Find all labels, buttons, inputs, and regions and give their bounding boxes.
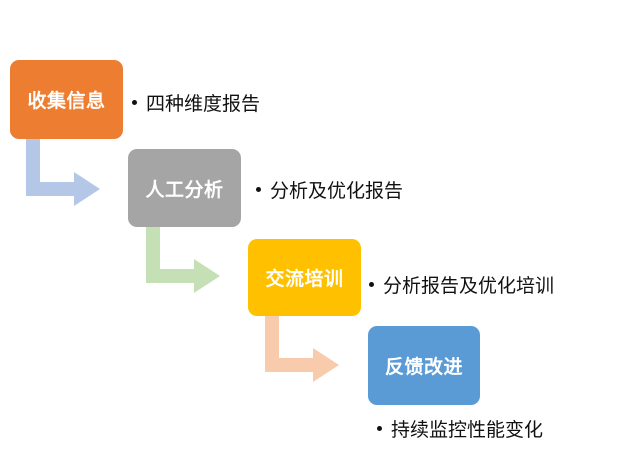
bullet-dot [377,426,382,431]
arrow-2-shape [146,225,220,293]
step-4-note-text: 持续监控性能变化 [391,419,544,441]
arrow-3-shape [265,314,339,382]
bullet-dot [369,282,374,287]
step-2-note: 分析及优化报告 [256,176,403,203]
connector-arrow-2 [146,225,220,293]
step-4-note: 持续监控性能变化 [377,415,543,442]
step-box-collect-info: 收集信息 [10,60,123,139]
arrow-1-shape [26,138,100,206]
step-box-feedback: 反馈改进 [368,326,480,405]
bullet-dot [132,100,137,105]
step-box-manual-analysis: 人工分析 [128,149,241,227]
connector-arrow-1 [26,138,100,206]
step-3-note: 分析报告及优化培训 [369,271,554,298]
step-2-note-text: 分析及优化报告 [270,180,404,202]
step-1-note-text: 四种维度报告 [146,93,261,115]
connector-arrow-3 [265,314,339,382]
step-box-training: 交流培训 [248,239,361,316]
step-3-note-text: 分析报告及优化培训 [383,275,555,297]
step-1-note: 四种维度报告 [132,89,260,116]
bullet-dot [256,187,261,192]
